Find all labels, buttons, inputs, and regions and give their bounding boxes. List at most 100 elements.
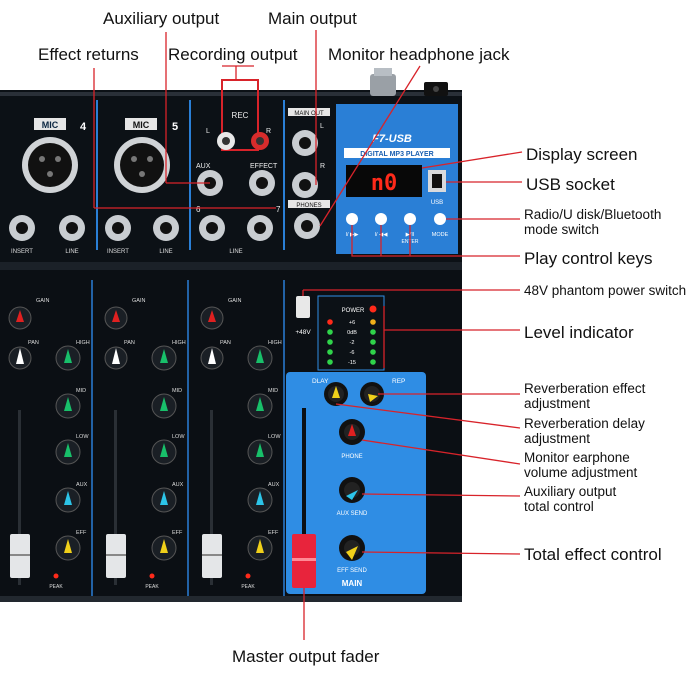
reverb-delay-knob[interactable] [324,382,348,406]
power-switch[interactable] [424,82,448,96]
phone-volume-knob[interactable] [339,419,365,445]
low-eq-knob[interactable] [247,439,273,465]
aux-knob[interactable] [247,487,273,513]
play-key-play-pause[interactable] [404,213,416,225]
high-eq-knob[interactable] [247,345,273,371]
player-subtitle: DIGITAL MP3 PLAYER [360,151,433,158]
eff-knob[interactable] [55,535,81,561]
level-row: -2 [327,339,376,346]
rec-l-label: L [206,128,210,135]
display-readout: n0 [371,171,398,196]
play-key-prev[interactable] [375,213,387,225]
display-screen: n0 [346,165,422,197]
main-out-section: MAIN OUT L R PHONES [288,108,330,239]
rec-jack-right[interactable] [251,132,269,150]
level-row-label: -2 [350,340,355,346]
callout-mode-switch-1: Radio/U disk/Bluetooth [524,207,661,222]
level-led-right [370,359,376,365]
xlr-jack-ch4[interactable] [22,137,78,193]
mid-eq-knob[interactable] [55,393,81,419]
usb-socket[interactable] [428,170,446,192]
master-output-fader[interactable] [292,534,316,588]
line-jack-ch4[interactable] [59,215,85,241]
leader-lines [93,30,523,640]
gain-knob[interactable] [8,306,32,330]
ch4-mic-label: MIC [42,120,59,130]
line-jack-ch5[interactable] [153,215,179,241]
effect-output-jack[interactable] [249,170,275,196]
mid-eq-knob[interactable] [151,393,177,419]
phantom-power-switch[interactable] [296,296,310,318]
level-row: +6 [327,319,376,326]
insert-jack-ch4[interactable] [9,215,35,241]
mode-switch-button[interactable] [434,213,446,225]
callout-monitor-earphone-2: volume adjustment [524,465,638,480]
aux-send-knob[interactable] [339,477,365,503]
low-eq-knob[interactable] [55,439,81,465]
pan-knob[interactable] [200,346,224,370]
pan-knob[interactable] [104,346,128,370]
peak-label: PEAK [241,584,255,590]
main-label: MAIN [342,579,363,588]
level-led-left [327,319,333,325]
play-key-next[interactable] [346,213,358,225]
pan-label: PAN [124,340,135,346]
callout-auxiliary-output: Auxiliary output [103,9,220,28]
low-eq-knob[interactable] [151,439,177,465]
callout-play-control-keys: Play control keys [524,249,653,268]
aux-label: AUX [76,482,88,488]
callout-main-output: Main output [268,9,357,28]
level-row-label: -6 [350,350,355,356]
mid-eq-knob[interactable] [247,393,273,419]
xlr-jack-ch5[interactable] [114,137,170,193]
channel-4-input: MIC 4 INSERT LINE [9,118,87,255]
eff-knob[interactable] [151,535,177,561]
callout-aux-total-2: total control [524,499,594,514]
level-led-right [370,339,376,345]
main-out-label: MAIN OUT [294,111,324,117]
line-jack-ch7[interactable] [247,215,273,241]
aux-knob[interactable] [151,487,177,513]
low-eq-label: LOW [268,434,281,440]
main-out-jack-right[interactable] [292,172,318,198]
gain-knob[interactable] [200,306,224,330]
channel-fader[interactable] [202,534,222,578]
main-out-jack-left[interactable] [292,130,318,156]
reverb-effect-knob[interactable] [360,382,384,406]
mid-eq-label: MID [172,388,182,394]
callout-usb-socket: USB socket [526,175,615,194]
eff-send-knob[interactable] [339,535,365,561]
rec-jack-left[interactable] [217,132,235,150]
aux-knob[interactable] [55,487,81,513]
headphone-jack[interactable] [294,213,320,239]
callout-master-output-fader: Master output fader [232,647,380,666]
callout-level-indicator: Level indicator [524,323,634,342]
ch4-number: 4 [80,121,87,133]
aux-label: AUX [172,482,184,488]
insert-jack-ch5[interactable] [105,215,131,241]
main-l-label: L [320,123,324,130]
channel-fader[interactable] [10,534,30,578]
level-row-label: -15 [348,360,356,366]
level-row: -15 [327,359,376,366]
mid-eq-label: MID [76,388,86,394]
pan-knob[interactable] [8,346,32,370]
level-row-label: +6 [349,320,355,326]
plus48v-label: +48V [295,329,311,336]
mode-label: MODE [432,232,449,238]
level-led-right [370,329,376,335]
mid-eq-label: MID [268,388,278,394]
rec-label: REC [232,111,249,120]
mp3-player-panel: F7-USB DIGITAL MP3 PLAYER n0 USB I/ ▶▶ I… [336,104,458,254]
line-jack-ch6[interactable] [199,215,225,241]
callout-mode-switch-2: mode switch [524,222,599,237]
gain-knob[interactable] [104,306,128,330]
channel-fader[interactable] [106,534,126,578]
high-eq-knob[interactable] [151,345,177,371]
eff-knob[interactable] [247,535,273,561]
high-eq-knob[interactable] [55,345,81,371]
level-led-right [370,349,376,355]
